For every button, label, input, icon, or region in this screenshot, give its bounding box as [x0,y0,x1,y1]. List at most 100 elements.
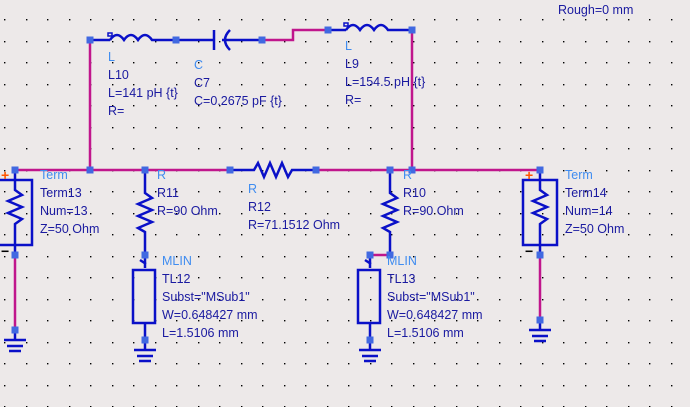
port-node[interactable] [536,251,544,259]
grid-dot [26,62,28,64]
port-node[interactable] [86,36,94,44]
port-node[interactable] [366,251,374,259]
grid-dot [155,385,157,387]
grid-dot [671,170,673,172]
grid-dot [90,256,92,258]
grid-dot [26,19,28,21]
port-node[interactable] [141,251,149,259]
label-R12[interactable]: R R12 R=71.1512 Ohm [248,180,340,234]
grid-dot [4,256,6,258]
grid-dot [542,19,544,21]
label-TL12[interactable]: MLIN TL12 Subst="MSub1" W=0.648427 mm L=… [162,252,258,342]
grid-dot [305,191,307,193]
grid-dot [456,41,458,43]
grid-dot [456,256,458,258]
inductor-L10[interactable] [90,32,176,43]
substrate-rough-param[interactable]: Rough=0 mm [558,3,634,17]
grid-dot [4,277,6,279]
grid-dot [90,363,92,365]
grid-dot [112,105,114,107]
wire-c7-to-l9[interactable] [262,28,328,42]
port-node[interactable] [386,166,394,174]
grid-dot [305,148,307,150]
grid-dot [671,84,673,86]
grid-dot [649,105,651,107]
capacitor-C7[interactable] [176,29,262,51]
port-node[interactable] [366,336,374,344]
port-node[interactable] [408,166,416,174]
grid-dot [499,299,501,301]
grid-dot [434,299,436,301]
grid-dot [585,342,587,344]
grid-dot [520,385,522,387]
resistor-R11[interactable] [134,170,156,255]
grid-dot [284,234,286,236]
label-C7[interactable]: C C7 C=0.2675 pF {t} [194,56,282,110]
grid-dot [327,84,329,86]
resistor-R12[interactable] [230,159,316,181]
label-R11[interactable]: R R11 R=90 Ohm [157,166,218,220]
mlin-TL12[interactable] [131,255,157,340]
port-node[interactable] [536,316,544,324]
grid-dot [26,191,28,193]
grid-dot [585,84,587,86]
port-node[interactable] [408,26,416,34]
port-node[interactable] [172,36,180,44]
label-param: W=0.648427 mm [387,308,483,322]
port-node[interactable] [11,326,19,334]
grid-dot [671,127,673,129]
grid-dot [262,342,264,344]
grid-dot [370,41,372,43]
term-Term14[interactable] [521,170,559,255]
port-node[interactable] [386,251,394,259]
grid-dot [370,277,372,279]
grid-dot [241,41,243,43]
grid-dot [628,385,630,387]
label-param: Num=14 [565,204,613,218]
port-node[interactable] [312,166,320,174]
port-node[interactable] [141,336,149,344]
grid-dot [671,19,673,21]
grid-dot [606,363,608,365]
label-L10[interactable]: L L10 L=141 pH {t} R= [108,48,178,120]
port-node[interactable] [86,166,94,174]
grid-dot [434,41,436,43]
grid-dot [456,277,458,279]
label-R10[interactable]: R R10 R=90 Ohm [403,166,464,220]
grid-dot [671,105,673,107]
grid-dot [434,84,436,86]
grid-dot [434,320,436,322]
port-node[interactable] [536,166,544,174]
label-Term14[interactable]: Term Term14 Num=14 Z=50 Ohm [565,166,624,238]
term-Term13[interactable] [0,170,34,255]
grid-dot [649,84,651,86]
grid-dot [563,105,565,107]
label-TL13[interactable]: MLIN TL13 Subst="MSub1" W=0.648427 mm L=… [387,252,483,342]
grid-dot [370,299,372,301]
grid-dot [671,320,673,322]
grid-dot [413,213,415,215]
inductor-L9[interactable] [328,22,412,33]
label-L9[interactable]: L L9 L=154.5 pH {t} R= [345,37,425,109]
mlin-TL13[interactable] [356,255,382,340]
grid-dot [456,320,458,322]
resistor-R10[interactable] [379,170,401,255]
grid-dot [456,62,458,64]
grid-dot [520,320,522,322]
port-node[interactable] [11,251,19,259]
port-node[interactable] [324,26,332,34]
port-node[interactable] [141,166,149,174]
grid-dot [391,41,393,43]
port-node[interactable] [258,36,266,44]
grid-dot [499,148,501,150]
port-node[interactable] [226,166,234,174]
grid-dot [434,234,436,236]
grid-dot [391,19,393,21]
label-Term13[interactable]: Term Term13 Num=13 Z=50 Ohm [40,166,99,238]
grid-dot [477,277,479,279]
port-node[interactable] [11,166,19,174]
grid-dot [47,299,49,301]
grid-dot [112,363,114,365]
grid-dot [305,19,307,21]
